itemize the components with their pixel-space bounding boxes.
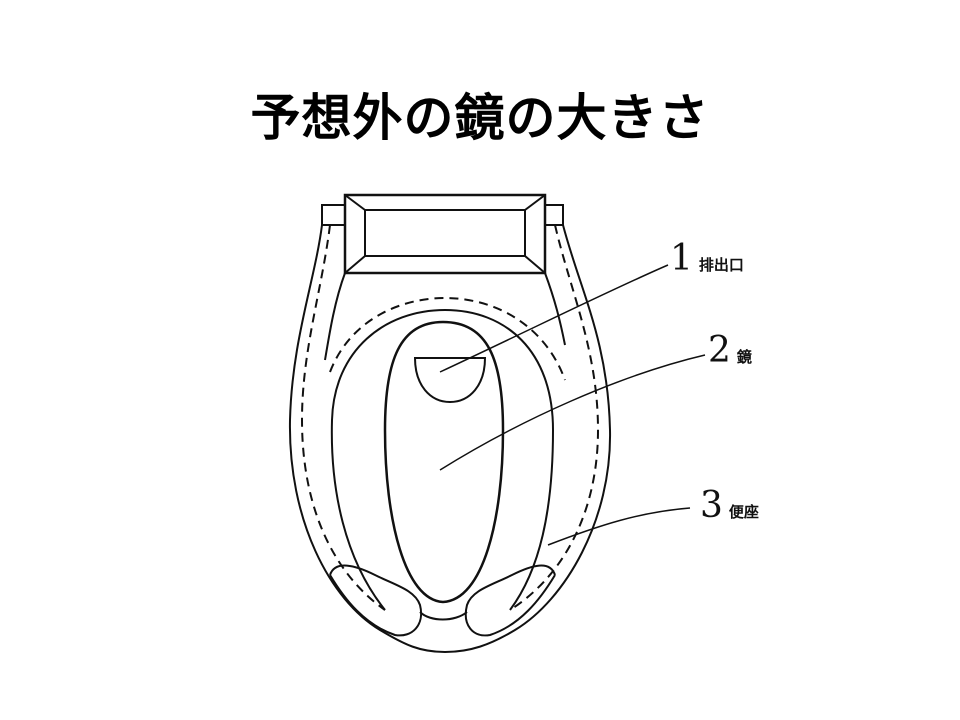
outlet-opening (413, 357, 487, 404)
seat-dashed-rim (300, 224, 600, 611)
seat-side-lines (324, 272, 566, 361)
label-text: 鏡 (736, 348, 752, 366)
label-outlet: 1 排出口 (670, 238, 744, 279)
seat-opening (330, 308, 555, 611)
hinge-cover (343, 193, 547, 275)
slide-title: 予想外の鏡の大きさ (250, 89, 710, 147)
opening-dashed-rim (329, 296, 566, 381)
label-number: 3 (700, 485, 723, 526)
mirror-outline (383, 320, 505, 604)
label-number: 1 (670, 238, 693, 279)
bowl-front (419, 611, 468, 621)
seat-pad-right (464, 564, 556, 637)
leader-line-1 (439, 264, 669, 373)
label-text: 便座 (728, 503, 759, 521)
seat-pad-left (329, 564, 423, 637)
label-text: 排出口 (698, 256, 744, 274)
label-seat: 3 便座 (700, 485, 759, 526)
leader-line-3 (547, 507, 691, 546)
label-number: 2 (708, 330, 731, 371)
leader-line-2 (439, 354, 706, 471)
seat-outline (288, 204, 612, 654)
